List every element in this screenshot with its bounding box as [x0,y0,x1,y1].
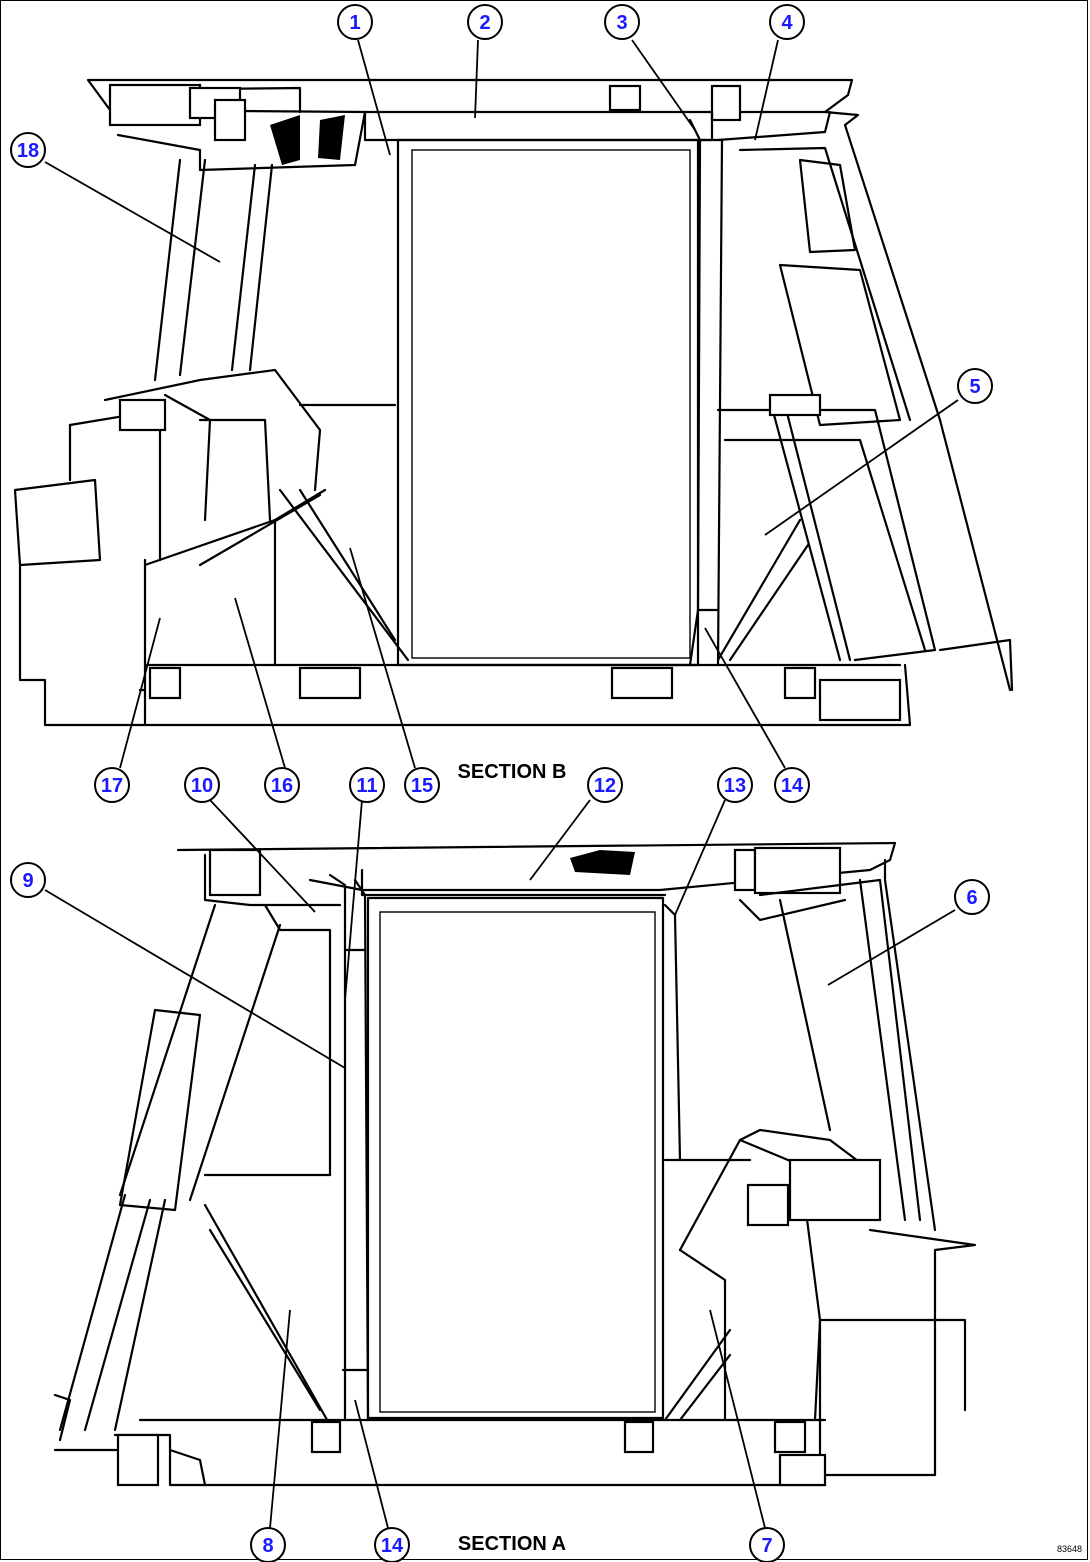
callout-18: 18 [10,132,46,168]
callout-10: 10 [184,767,220,803]
drawing-code: 83648 [1057,1544,1082,1554]
callout-17: 17 [94,767,130,803]
svg-text:3: 3 [616,12,627,34]
callout-11: 11 [349,767,385,803]
svg-text:11: 11 [356,775,377,797]
callout-7: 7 [749,1527,785,1562]
callout-5: 5 [957,368,993,404]
svg-text:5: 5 [969,376,980,398]
svg-text:18: 18 [17,140,39,162]
callout-3: 3 [604,4,640,40]
svg-text:12: 12 [594,775,616,797]
section-b-drawing [13,78,1014,727]
callout-13: 13 [717,767,753,803]
svg-text:10: 10 [191,775,213,797]
leader-lines [44,39,959,1529]
callout-14-section-b: 14 [774,767,810,803]
callout-2: 2 [467,4,503,40]
svg-text:16: 16 [271,775,293,797]
svg-text:2: 2 [479,12,490,34]
svg-text:7: 7 [761,1535,772,1557]
svg-text:1: 1 [349,12,360,34]
callout-14-section-a: 14 [374,1527,410,1562]
svg-text:4: 4 [781,12,793,34]
callout-16: 16 [264,767,300,803]
section-a-drawing [53,841,977,1487]
svg-text:14: 14 [381,1535,404,1557]
callout-9: 9 [10,862,46,898]
callout-8: 8 [250,1527,286,1562]
callout-12: 12 [587,767,623,803]
svg-text:13: 13 [724,775,746,797]
callout-1: 1 [337,4,373,40]
svg-text:8: 8 [262,1535,273,1557]
svg-text:17: 17 [101,775,123,797]
section-b-label: SECTION B [458,761,567,783]
callout-4: 4 [769,4,805,40]
section-a-label: SECTION A [458,1533,566,1555]
svg-text:14: 14 [781,775,804,797]
callout-6: 6 [954,879,990,915]
svg-text:6: 6 [966,887,977,909]
callout-15: 15 [404,767,440,803]
svg-text:9: 9 [22,870,33,892]
svg-text:15: 15 [411,775,433,797]
